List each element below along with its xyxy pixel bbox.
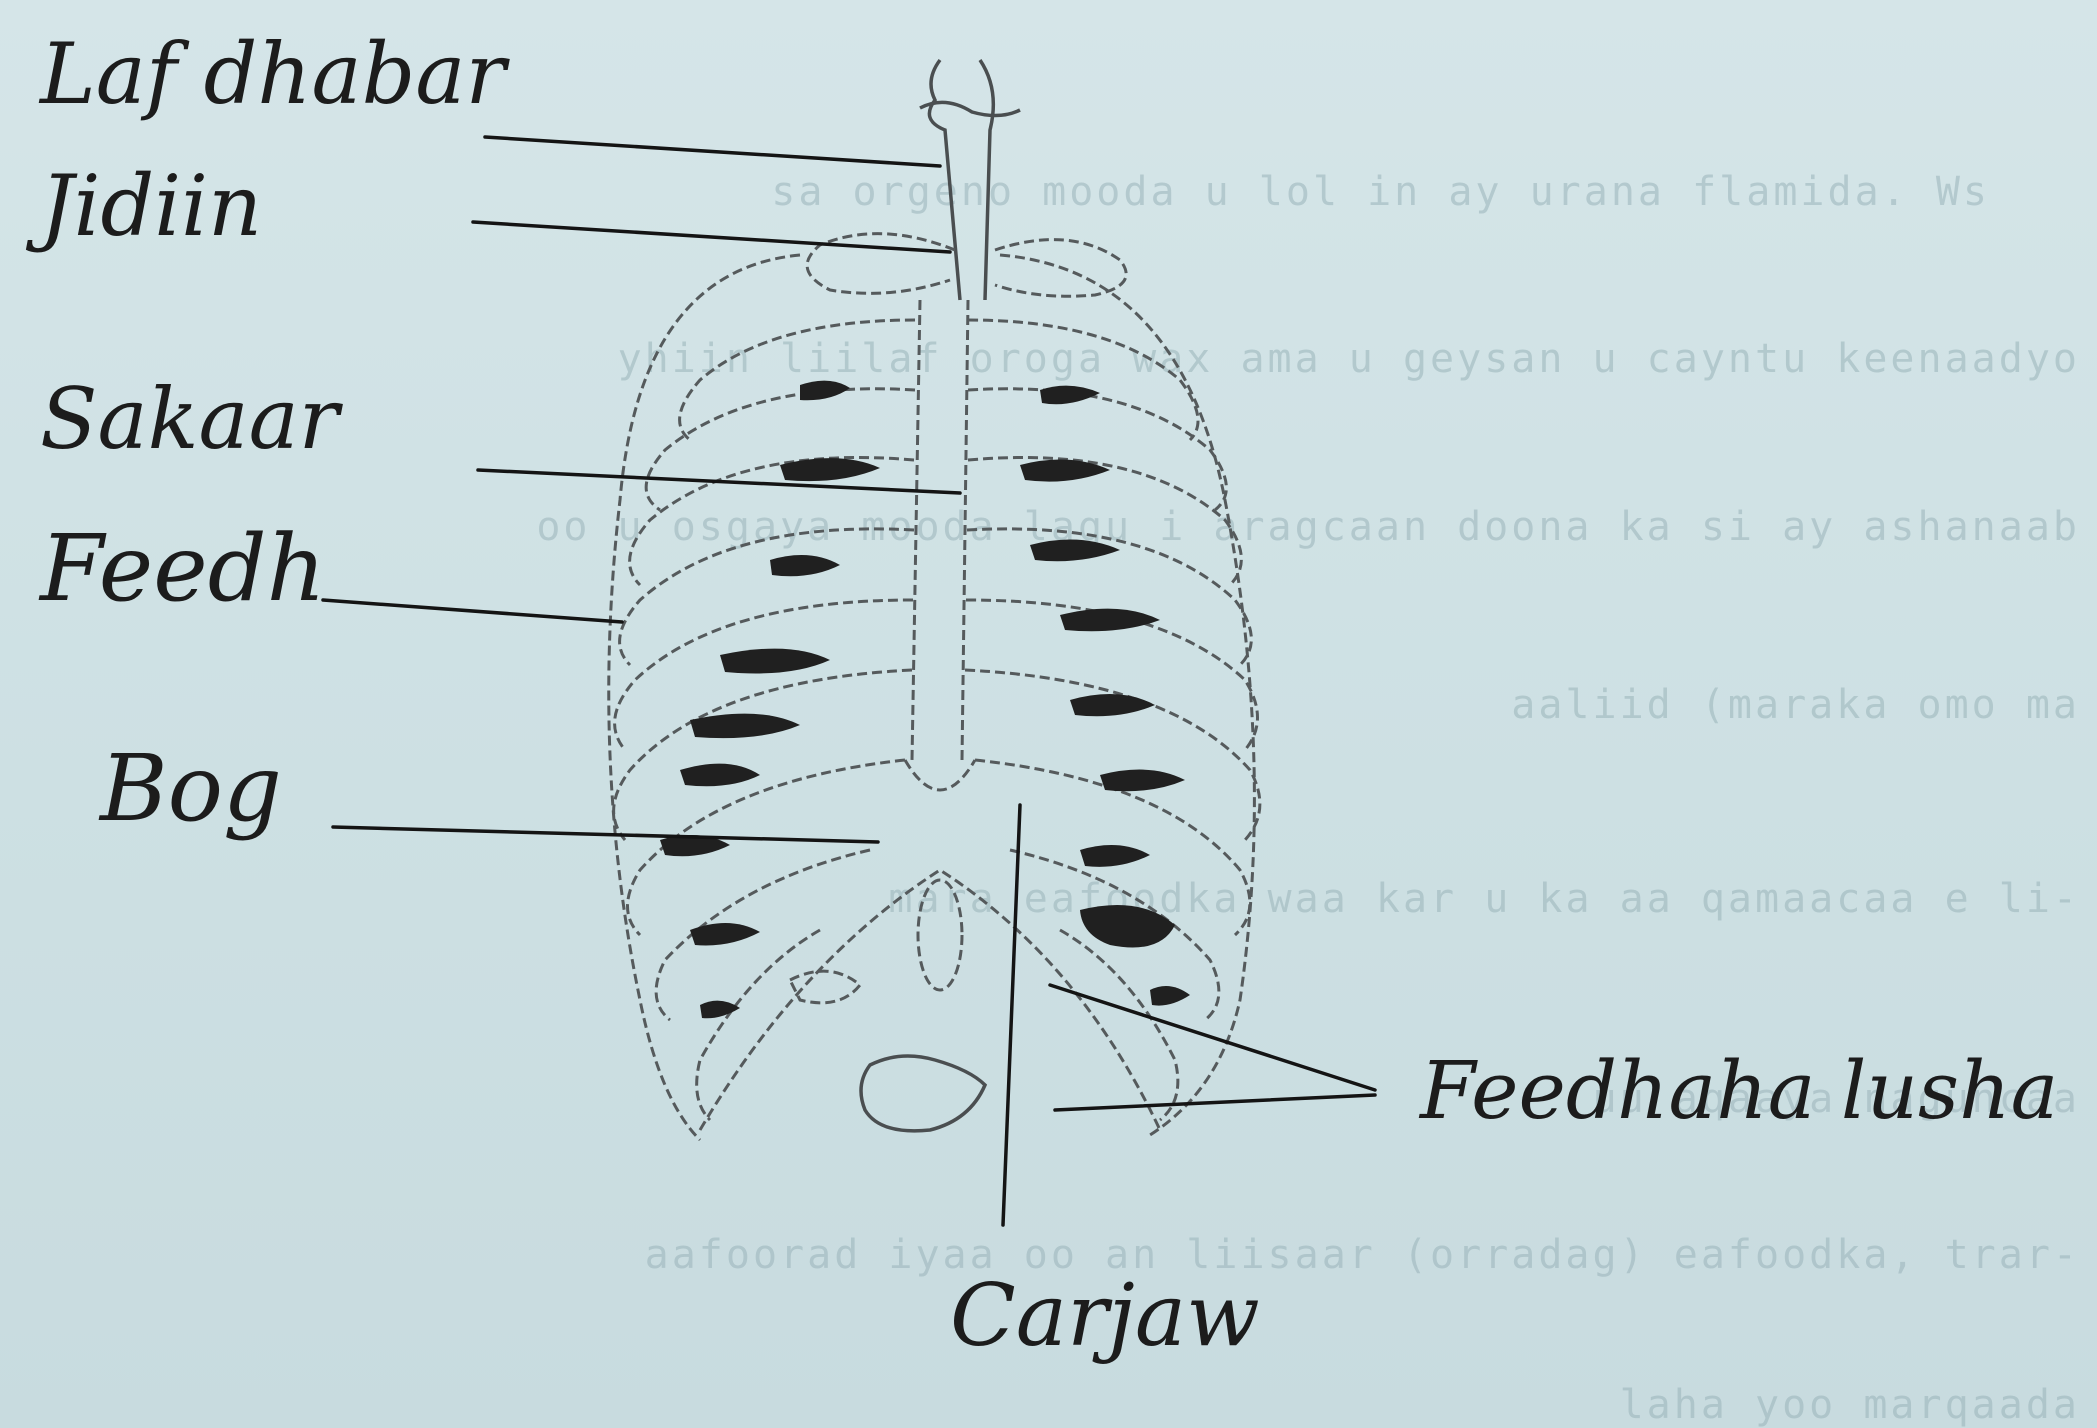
xiphoid <box>905 760 975 790</box>
leader-laf-dhabar <box>485 137 940 166</box>
bleed-line-5: mara eafoodka waa kar u ka aa qamaacaa e… <box>888 876 2080 922</box>
leader-lines <box>323 137 1375 1225</box>
intercostal-shading <box>660 381 1190 1019</box>
bleed-line-4: aaliid (maraka omo ma <box>1511 682 2080 728</box>
label-sakaar: Sakaar <box>40 370 344 468</box>
bleed-line-8: laha yoo marqaada <box>1620 1382 2080 1428</box>
label-feedhaha-lusha: Feedhaha lusha <box>1418 1044 2058 1137</box>
rib-right-3 <box>968 389 1226 510</box>
bleed-line-3: oo u osgaya mooda lagu i aragcaan doona … <box>536 504 2080 550</box>
bleed-line-2: yhiin liilaf oroga wax ama u geysan u ca… <box>618 336 2080 382</box>
rib-left-7 <box>614 670 912 840</box>
label-jidiin: Jidiin <box>25 157 262 255</box>
label-bog: Bog <box>98 735 282 842</box>
background-typewritten-text: sa orgeno mooda u lol in ay urana flamid… <box>536 169 2080 1428</box>
rib-left-3 <box>646 389 915 510</box>
leader-jidiin <box>473 222 950 252</box>
first-rib-left <box>807 234 955 294</box>
lower-element-left <box>790 971 860 1003</box>
vertebra-process <box>920 102 1020 115</box>
leader-carjaw <box>1003 805 1020 1225</box>
leader-feedh <box>323 600 622 622</box>
bleed-line-7: aafoorad iyaa oo an liisaar (orradag) ea… <box>645 1232 2080 1278</box>
rib-left-9 <box>656 850 870 1020</box>
rib-cage-illustration <box>609 60 1260 1140</box>
label-laf-dhabar: Laf dhabar <box>38 25 510 123</box>
label-carjaw: Carjaw <box>950 1266 1260 1366</box>
lumbar-vertebra <box>861 1056 985 1131</box>
rib-right-10 <box>1060 930 1178 1120</box>
label-feedh: Feedh <box>38 515 326 622</box>
bleed-line-1: sa orgeno mooda u lol in ay urana flamid… <box>771 169 1990 215</box>
leader-feedhaha-lusha-1 <box>1050 985 1375 1090</box>
leader-sakaar <box>478 470 960 493</box>
rib-left-10 <box>697 930 820 1120</box>
leader-bog <box>333 827 878 842</box>
leader-feedhaha-lusha-2 <box>1055 1095 1375 1110</box>
